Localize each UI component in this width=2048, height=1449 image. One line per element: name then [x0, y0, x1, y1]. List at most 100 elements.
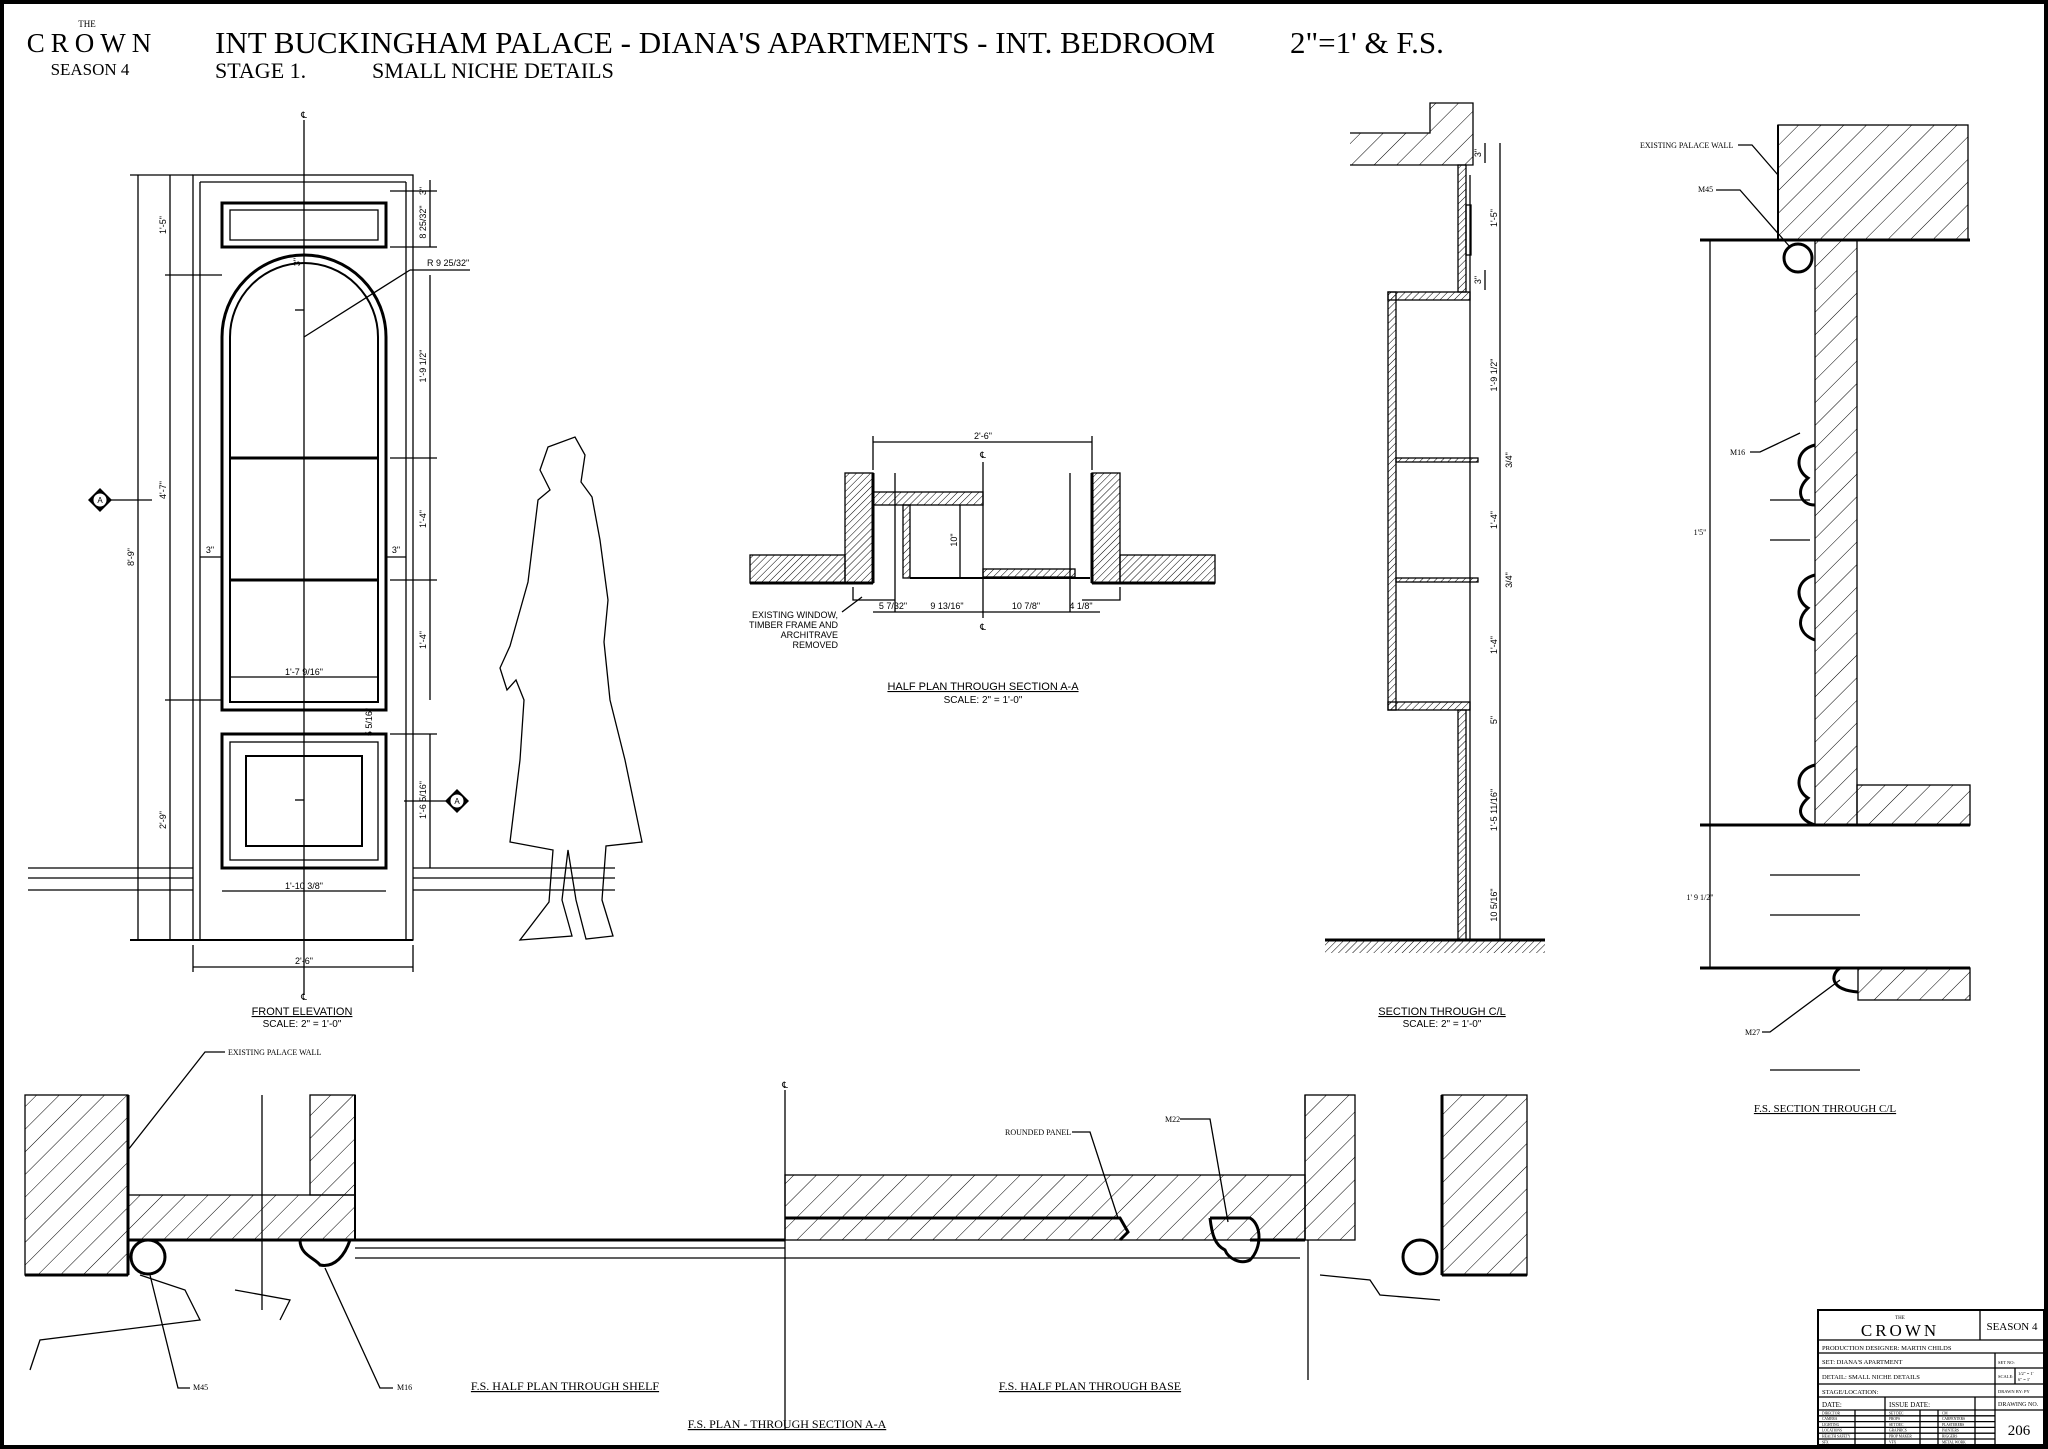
tb-logo-the: THE [1895, 1316, 1905, 1321]
fs-half-plan-base-title: F.S. HALF PLAN THROUGH BASE [999, 1379, 1181, 1393]
stage-label: STAGE 1. [215, 58, 306, 83]
dim-top-panel: 8 25/32" [418, 205, 428, 238]
tb-designer: PRODUCTION DESIGNER: MARTIN CHILDS [1822, 1345, 1952, 1352]
label-m22: M22 [1165, 1115, 1180, 1124]
section-through-cl: 3" 1'-5" 3" 1'-9 1/2" 3/4" 1'-4" 3/4" 1'… [1325, 102, 1545, 1030]
note-line: ARCHITRAVE [781, 630, 838, 640]
tb-department-cell: CAMERA [1822, 1417, 1838, 1421]
tb-drawing-no: 206 [2008, 1423, 2031, 1439]
fs-plan-section-a-a: ℄ EXISTING PALACE WALL ROUNDED PANEL M22… [24, 1048, 1528, 1431]
arched-niche [220, 253, 388, 712]
dim-shelf1: 1'-4" [418, 510, 428, 528]
tb-department-cell: METAL WORK [1942, 1440, 1966, 1444]
dim-side-right: 3" [392, 545, 400, 555]
dim-lower: 2'-9" [158, 811, 168, 829]
title-block: THE CROWN SEASON 4 PRODUCTION DESIGNER: … [1817, 1309, 2045, 1446]
dim-middle: 4'-7" [158, 481, 168, 499]
half-plan-title: HALF PLAN THROUGH SECTION A-A [887, 681, 1079, 693]
tb-set: SET: DIANA'S APARTMENT [1822, 1359, 1902, 1366]
tb-scale-label: SCALE: [1998, 1374, 2014, 1379]
note-line: EXISTING WINDOW, [752, 610, 838, 620]
tb-stage: STAGE/LOCATION: [1822, 1389, 1879, 1396]
fs-plan-title: F.S. PLAN - THROUGH SECTION A-A [688, 1417, 887, 1431]
dim: 3" [1473, 149, 1483, 157]
dim: 3/4" [1504, 572, 1514, 588]
tb-department-cell: SET DEC [1889, 1411, 1904, 1415]
tb-set-no: SET NO: [1998, 1360, 2015, 1365]
dim-lower-width: 1'-10 3/8" [285, 881, 323, 891]
tb-season: SEASON 4 [1986, 1321, 2038, 1333]
label-existing-wall: EXISTING PALACE WALL [228, 1048, 321, 1057]
dim: 3/4" [1504, 452, 1514, 468]
dim-gap: 5 5/16" [364, 708, 374, 736]
dim-shelf2: 1'-4" [418, 631, 428, 649]
tb-department-cell: CARPENTERS [1942, 1417, 1965, 1421]
tb-department-cell: SET DEC [1889, 1423, 1904, 1427]
dim-top-gap: 3" [418, 187, 428, 195]
dim-d3: 10 7/8" [1012, 601, 1040, 611]
dim-d4: 4 1/8" [1069, 601, 1092, 611]
section-cl-scale: SCALE: 2" = 1'-0" [1403, 1019, 1482, 1030]
centerline-symbol: ℄ [979, 450, 986, 460]
tb-logo-name: CROWN [1861, 1321, 1939, 1340]
tb-department-cell: CM [1942, 1411, 1948, 1415]
header-logo: THE CROWN SEASON 4 [27, 19, 158, 79]
section-marker-a[interactable]: A [97, 496, 103, 505]
dim-upper: 1'-5" [158, 216, 168, 234]
tb-department-cell: PROP MAKER [1889, 1435, 1912, 1439]
tb-department-cell: SFX [1822, 1440, 1829, 1444]
centerline-symbol: ℄ [300, 992, 307, 1002]
tb-department-cell: DIRECTOR [1822, 1411, 1841, 1415]
half-plan-scale: SCALE: 2" = 1'-0" [944, 695, 1023, 706]
label-m45: M45 [193, 1383, 208, 1392]
tb-department-cell: GRAPHICS [1889, 1429, 1907, 1433]
tb-department-cell: PAINTERS [1942, 1429, 1959, 1433]
dim-d1: 5 7/32" [879, 601, 907, 611]
fs-section-through-cl: 1'5" 1' 9 1/2" EXISTING PALACE WALL M45 … [1640, 124, 1971, 1115]
page-subtitle: SMALL NICHE DETAILS [372, 58, 614, 83]
note-line: REMOVED [792, 640, 838, 650]
tb-department-cell: PLASTERERS [1942, 1423, 1964, 1427]
note-line: TIMBER FRAME AND [749, 620, 839, 630]
dim: 3" [1473, 276, 1483, 284]
dim: 5" [1489, 716, 1499, 724]
tb-drawing-no-label: DRAWING NO. [1998, 1402, 2039, 1408]
label-m16: M16 [397, 1383, 412, 1392]
dim-upper: 1'5" [1694, 528, 1707, 537]
dim-arch-gap: 3" [292, 258, 302, 266]
front-elevation-scale: SCALE: 2" = 1'-0" [263, 1019, 342, 1030]
tb-department-cell: HEALTH SAFETY [1822, 1435, 1851, 1439]
tb-department-cell: VFX [1889, 1440, 1897, 1444]
dim: 1'-4" [1489, 636, 1499, 654]
dim: 1'-9 1/2" [1489, 359, 1499, 392]
tb-date: DATE: [1822, 1401, 1842, 1409]
dim-arch: 1'-9 1/2" [418, 350, 428, 383]
dim: 1'-5" [1489, 209, 1499, 227]
dim-depth: 10" [949, 533, 959, 546]
label-m45: M45 [1698, 185, 1713, 194]
tb-department-cell: LOCATIONS [1822, 1429, 1842, 1433]
front-elevation-title: FRONT ELEVATION [252, 1006, 353, 1018]
logo-season: SEASON 4 [51, 60, 130, 79]
dim: 10 5/16" [1489, 888, 1499, 921]
section-marker-a[interactable]: A [454, 797, 460, 806]
centerline-symbol: ℄ [781, 1080, 788, 1090]
dim-width: 2'-6" [974, 431, 992, 441]
dim-lower: 1' 9 1/2" [1687, 893, 1714, 902]
dim-d2: 9 13/16" [930, 601, 963, 611]
tb-department-cell: LIGHTING [1822, 1423, 1840, 1427]
tb-department-cell: PROPS [1889, 1417, 1900, 1421]
dim-arch-width: 1'-7 9/16" [285, 667, 323, 677]
dim: 1'-5 11/16" [1489, 789, 1499, 831]
tb-department-cell: RIGGERS [1942, 1435, 1957, 1439]
logo-name: CROWN [27, 28, 158, 58]
label-rounded-panel: ROUNDED PANEL [1005, 1128, 1071, 1137]
section-cl-title: SECTION THROUGH C/L [1378, 1006, 1506, 1018]
human-figure-silhouette [499, 436, 643, 941]
dim-radius: R 9 25/32" [427, 258, 469, 268]
half-plan-section-a-a: 2'-6" ℄ ℄ 10" 5 7/32" 9 13/16" 10 7/8" 4… [749, 431, 1216, 706]
logo-the: THE [78, 19, 96, 29]
front-elevation: ℄ ℄ 8'-9" 1'-5" 4'-7" 2'-9" 3" 8 25/32" … [28, 110, 615, 1030]
page-scale: 2"=1' & F.S. [1290, 25, 1444, 60]
